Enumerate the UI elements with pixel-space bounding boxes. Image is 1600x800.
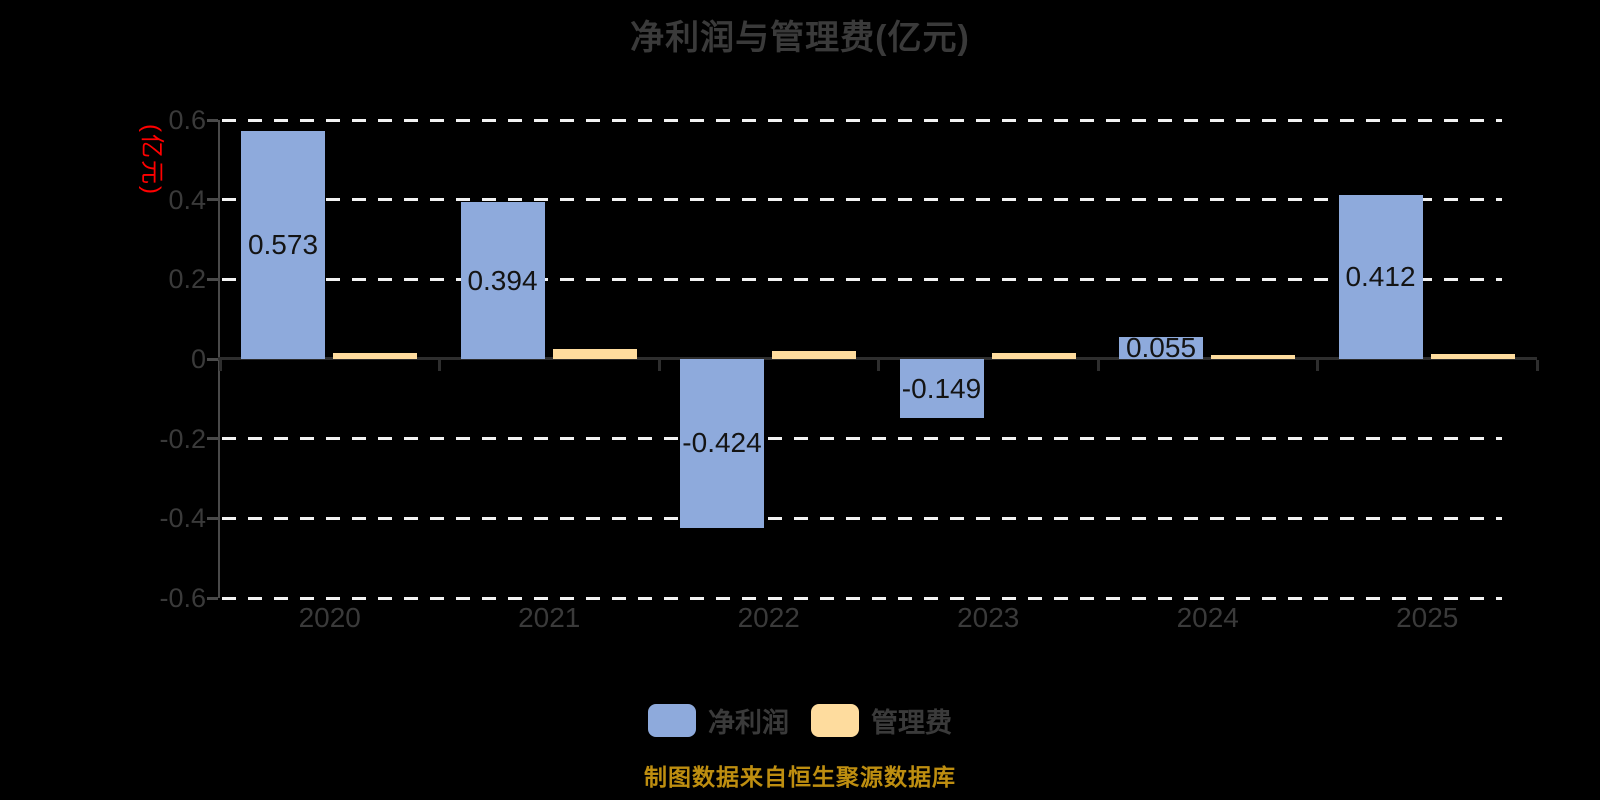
x-axis-tick	[877, 360, 880, 371]
legend-swatch-net-profit-icon	[648, 704, 696, 737]
x-axis-label: 2022	[737, 602, 800, 633]
y-gridline	[222, 118, 1502, 122]
net-profit-bar	[899, 359, 984, 419]
y-tick-label: -0.6	[159, 583, 206, 613]
mgmt-fee-bar	[552, 349, 637, 359]
mgmt-fee-bar	[991, 353, 1076, 359]
y-axis-tick	[207, 118, 218, 122]
legend-item-net-profit: 净利润	[648, 701, 789, 740]
legend: 净利润 管理费	[0, 701, 1600, 740]
y-tick-label: -0.2	[159, 423, 206, 454]
mgmt-fee-bar	[1211, 354, 1295, 359]
legend-label-mgmt-fee: 管理费	[871, 708, 952, 738]
x-axis-label: 2025	[1396, 602, 1459, 633]
net-profit-bar	[1338, 194, 1423, 359]
x-axis-label: 2021	[518, 602, 581, 633]
y-axis-tick	[207, 198, 218, 202]
y-axis-tick	[207, 437, 218, 441]
y-gridline	[222, 198, 1502, 202]
x-axis-tick	[218, 360, 222, 371]
page-title: 净利润与管理费(亿元)	[630, 19, 970, 57]
y-gridline	[222, 596, 1502, 600]
mgmt-fee-bar	[772, 350, 856, 359]
x-axis-tick	[1096, 360, 1100, 371]
bar-value-label: 0.412	[1345, 260, 1416, 292]
y-tick-label: 0.4	[168, 184, 206, 215]
plot-area: 0.573 2020 0.394 2021 -0.424 2022 -0.149 2023 0.…	[207, 118, 1539, 633]
y-gridline	[222, 437, 1502, 441]
y-gridline	[222, 277, 1502, 281]
net-profit-bar	[460, 202, 545, 359]
bar-value-label: 0.573	[247, 228, 319, 260]
y-tick-label: -0.4	[159, 503, 206, 534]
net-profit-bar	[680, 359, 764, 528]
legend-label-net-profit: 净利润	[708, 708, 789, 738]
y-axis-tick	[207, 277, 218, 281]
x-axis-label: 2024	[1176, 602, 1239, 633]
mgmt-fee-bar	[333, 352, 417, 359]
net-profit-bar	[1119, 337, 1203, 359]
x-axis-tick	[438, 360, 441, 371]
y-axis-tick	[207, 596, 218, 600]
y-gridline	[222, 516, 1502, 520]
x-axis-tick	[657, 360, 661, 371]
legend-item-mgmt-fee: 管理费	[811, 701, 952, 740]
net-profit-bar	[241, 130, 325, 359]
y-axis-tick	[207, 516, 218, 520]
x-axis-label: 2023	[957, 602, 1020, 633]
mgmt-fee-bar	[1430, 354, 1515, 359]
bar-value-label: -0.424	[682, 427, 762, 459]
x-axis-line	[218, 357, 1537, 360]
x-axis-label: 2020	[298, 602, 361, 633]
y-axis-tick	[207, 357, 218, 361]
bar-value-label: 0.394	[467, 264, 538, 296]
y-tick-label: 0	[190, 344, 206, 374]
footer-note: 制图数据来自恒生聚源数据库	[644, 764, 956, 790]
y-tick-label: 0.6	[168, 105, 206, 135]
y-tick-label: 0.2	[168, 264, 206, 295]
legend-swatch-mgmt-fee-icon	[811, 704, 859, 737]
x-axis-tick	[1535, 360, 1539, 371]
bar-value-label: -0.149	[901, 372, 982, 404]
x-axis-tick	[1316, 360, 1319, 371]
bar-value-label: 0.055	[1125, 332, 1197, 364]
